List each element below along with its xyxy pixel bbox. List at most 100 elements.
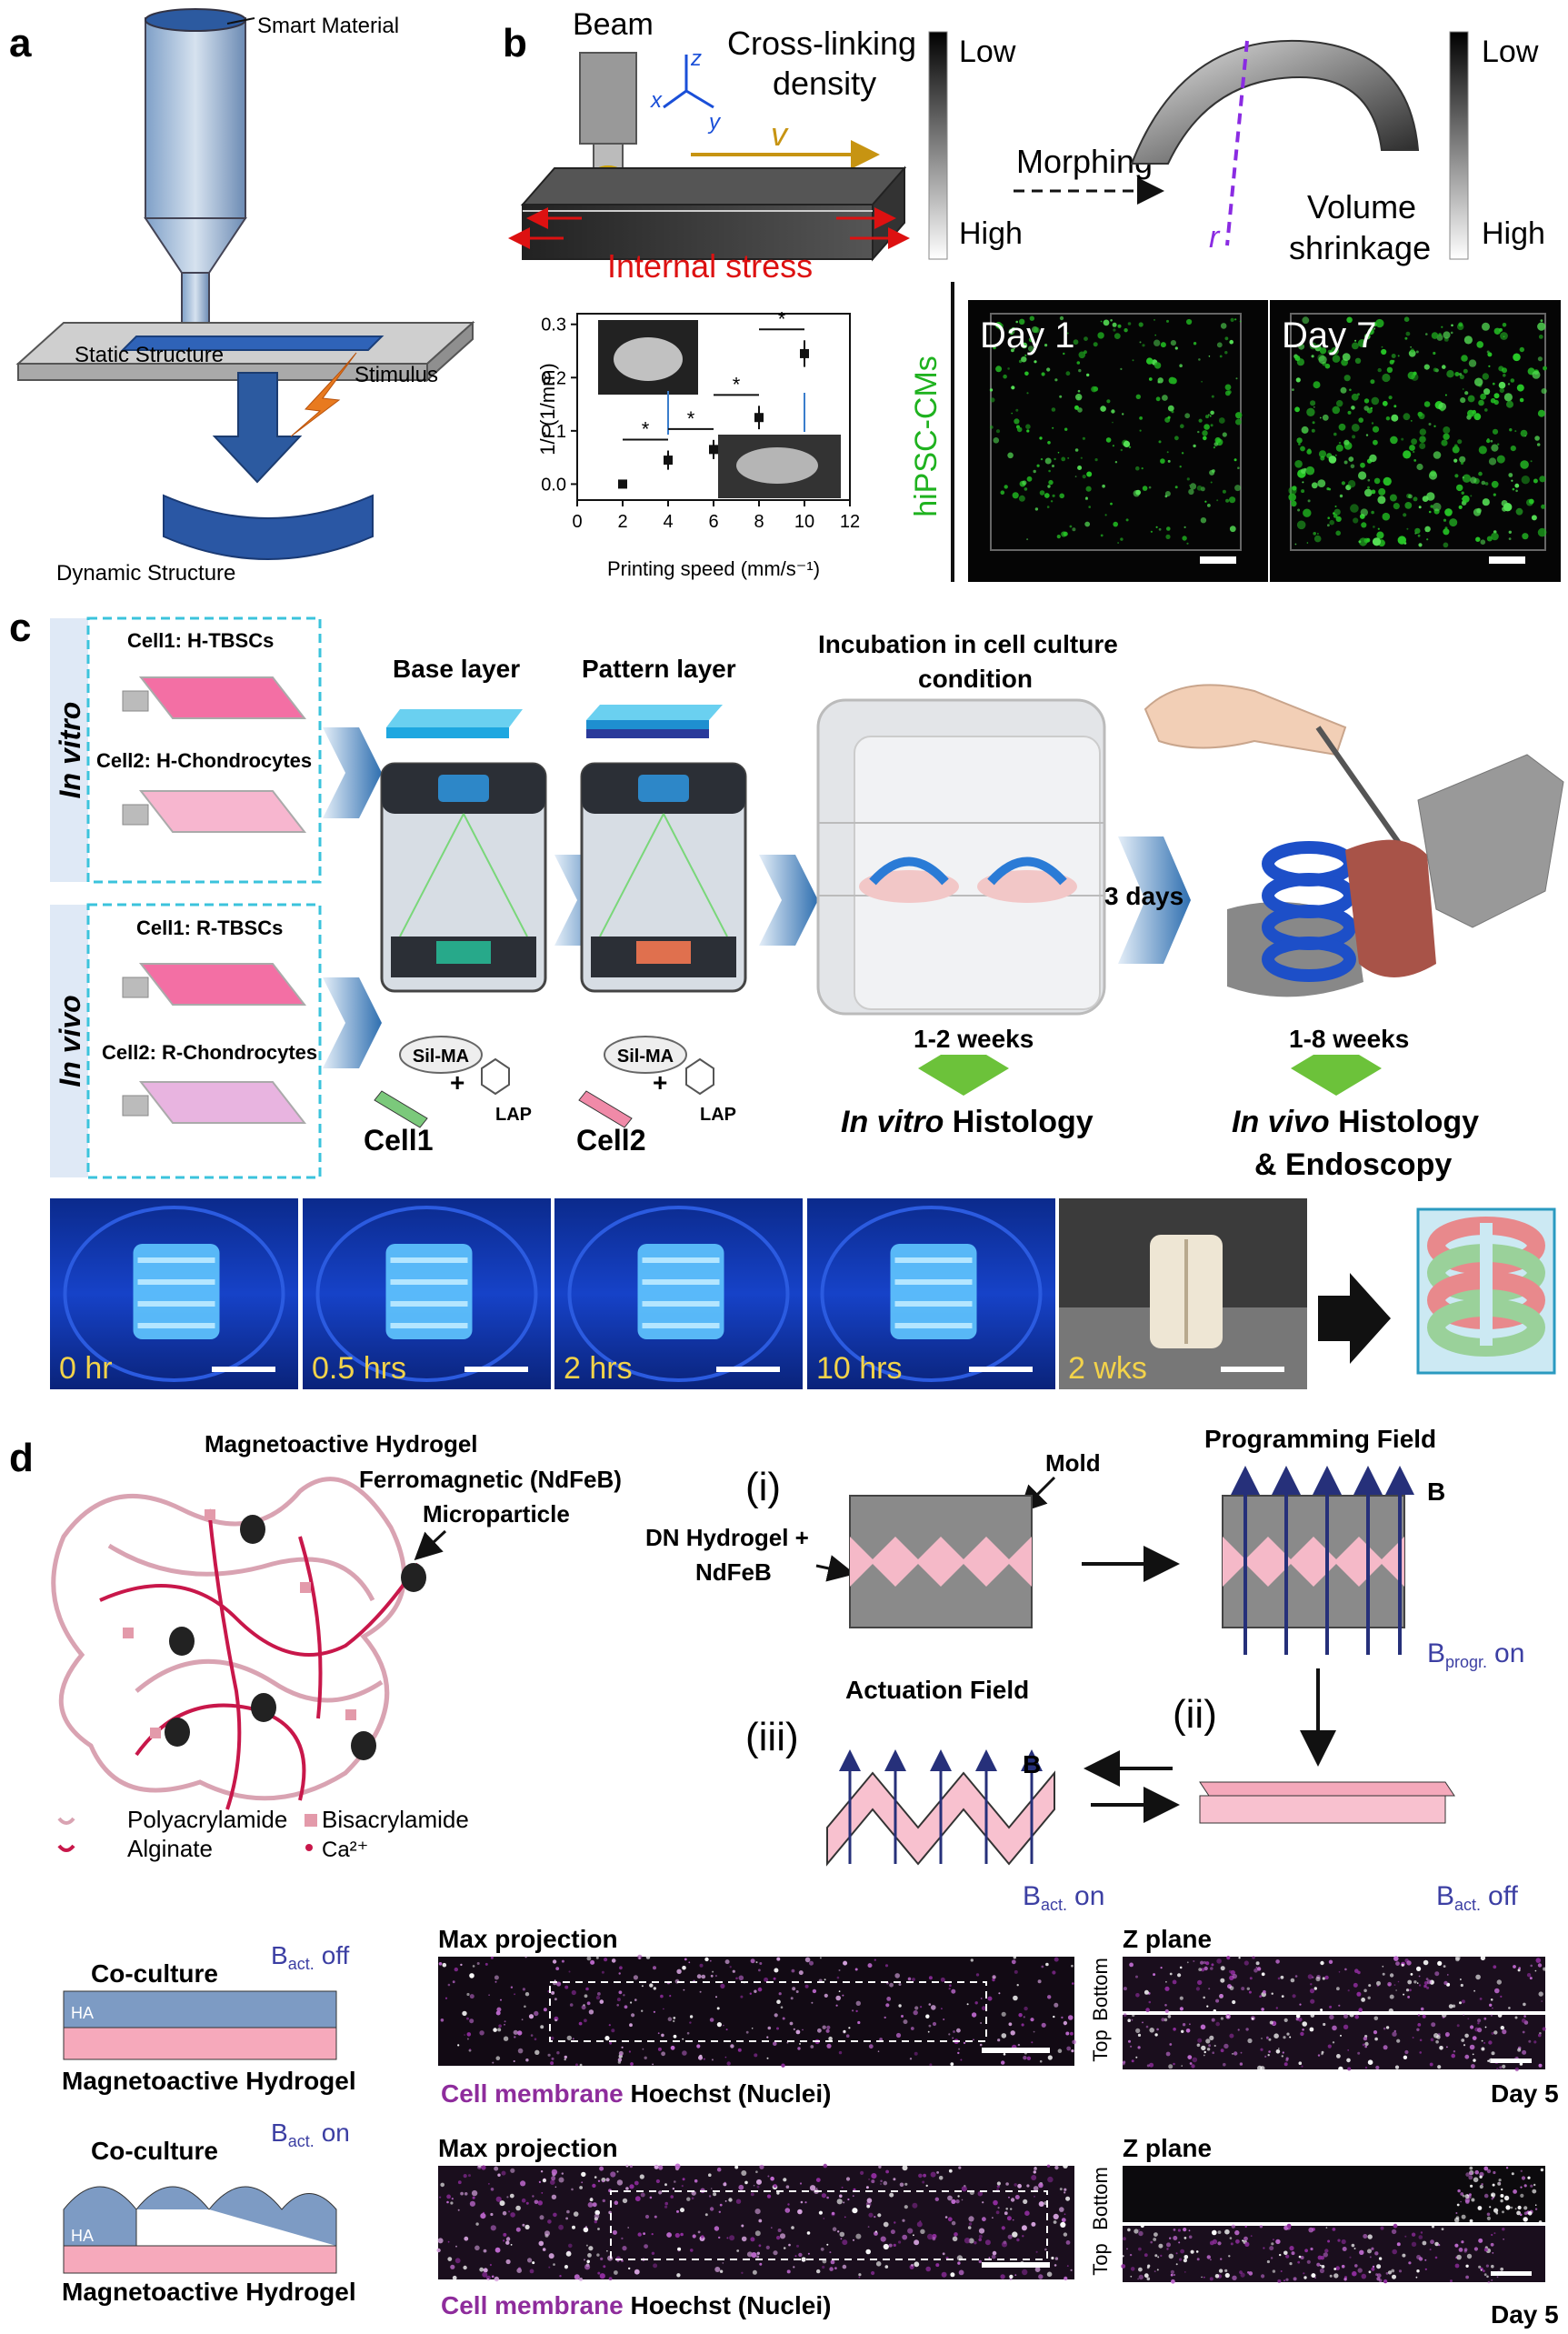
fluorescence-speck xyxy=(511,1987,513,1988)
fluorescence-speck xyxy=(1203,424,1210,430)
fluorescence-speck xyxy=(553,2263,555,2266)
fluorescence-speck xyxy=(612,1958,616,1963)
fluorescence-speck xyxy=(1463,2014,1464,2016)
fluorescence-speck xyxy=(1299,2004,1301,2006)
fluorescence-speck xyxy=(1406,1988,1409,1991)
svg-text:density: density xyxy=(773,65,876,102)
fluorescence-speck xyxy=(1459,373,1462,376)
microscopy-day7: Day 7 xyxy=(1270,300,1561,582)
fluorescence-speck xyxy=(609,2042,612,2045)
fluorescence-speck xyxy=(1363,2044,1365,2047)
fluorescence-speck xyxy=(1285,2255,1289,2259)
fluorescence-speck xyxy=(1487,2217,1491,2220)
fluorescence-speck xyxy=(1371,511,1374,515)
fluorescence-speck xyxy=(1320,1961,1323,1965)
fluorescence-speck xyxy=(1359,2250,1363,2255)
fluorescence-speck xyxy=(878,2166,881,2169)
fluorescence-speck xyxy=(1024,2007,1027,2010)
fluorescence-speck xyxy=(1483,2167,1488,2171)
svg-text:Ca²⁺: Ca²⁺ xyxy=(322,1838,368,1862)
fluorescence-speck xyxy=(631,2013,634,2017)
fluorescence-speck xyxy=(1272,1993,1273,1995)
fluorescence-speck xyxy=(809,1961,814,1966)
fluorescence-speck xyxy=(555,2187,557,2189)
fluorescence-speck xyxy=(962,2186,967,2191)
fluorescence-speck xyxy=(1261,2038,1263,2039)
fluorescence-speck xyxy=(619,1972,621,1974)
fluorescence-speck xyxy=(567,2036,572,2040)
fluorescence-speck xyxy=(1478,2266,1481,2269)
fluorescence-speck xyxy=(1134,2229,1138,2233)
network-legend: Polyacrylamide Bisacrylamide Alginate Ca… xyxy=(59,1806,469,1862)
fluorescence-speck xyxy=(689,2021,691,2023)
fluorescence-speck xyxy=(687,2032,690,2035)
fluorescence-speck xyxy=(597,1992,601,1996)
fluorescence-speck xyxy=(1260,2049,1263,2051)
fluorescence-speck xyxy=(776,2028,779,2030)
fluorescence-speck xyxy=(1133,359,1134,361)
label-dynamic-structure: Dynamic Structure xyxy=(56,561,235,586)
fluorescence-speck xyxy=(1501,2189,1503,2190)
fluorescence-speck xyxy=(479,2268,484,2272)
fluorescence-speck xyxy=(453,2276,457,2280)
fluorescence-speck xyxy=(1320,2269,1324,2273)
fluorescence-speck xyxy=(664,2183,667,2186)
fluorescence-speck xyxy=(450,2265,454,2269)
fluorescence-speck xyxy=(1009,2275,1013,2279)
fluorescence-speck xyxy=(480,2213,485,2219)
fluorescence-speck xyxy=(774,2013,778,2017)
fluorescence-speck xyxy=(1004,2053,1006,2056)
fluorescence-speck xyxy=(868,2226,870,2228)
fluorescence-speck xyxy=(855,2010,857,2012)
fluorescence-speck xyxy=(1518,2206,1522,2209)
fluorescence-speck xyxy=(1022,2269,1027,2275)
fluorescence-speck xyxy=(1189,2023,1191,2025)
fluorescence-speck xyxy=(1493,494,1496,496)
fluorescence-speck xyxy=(871,2271,874,2275)
fluorescence-speck xyxy=(1060,2222,1065,2228)
fluorescence-speck xyxy=(1487,352,1492,356)
fluorescence-speck xyxy=(673,2017,675,2019)
fluorescence-speck xyxy=(1492,2008,1493,2009)
fluorescence-speck xyxy=(1104,320,1110,326)
fluorescence-speck xyxy=(904,2183,907,2186)
fluorescence-speck xyxy=(1402,2254,1405,2258)
fluorescence-speck xyxy=(1443,426,1450,434)
fluorescence-speck xyxy=(1370,379,1374,384)
fluorescence-speck xyxy=(1443,519,1446,522)
fluorescence-speck xyxy=(1044,493,1050,498)
fluorescence-speck xyxy=(1213,446,1215,448)
fluorescence-speck xyxy=(774,2184,777,2188)
fluorescence-speck xyxy=(1420,428,1426,435)
fluorescence-speck xyxy=(1499,2182,1501,2184)
fluorescence-speck xyxy=(1106,437,1112,443)
fluorescence-speck xyxy=(1493,2232,1495,2234)
fluorescence-speck xyxy=(1086,472,1092,477)
fluorescence-speck xyxy=(686,2198,690,2201)
fluorescence-speck xyxy=(1418,2014,1420,2016)
fluorescence-speck xyxy=(823,2026,826,2029)
fluorescence-speck xyxy=(1327,516,1330,519)
fluorescence-speck xyxy=(1377,496,1385,504)
fluorescence-speck xyxy=(1361,522,1366,527)
fluorescence-speck xyxy=(516,2228,521,2232)
fluorescence-speck xyxy=(1528,2040,1531,2043)
fluorescence-speck xyxy=(494,2167,498,2171)
fluorescence-speck xyxy=(1511,378,1515,383)
fluorescence-speck xyxy=(767,2176,769,2178)
fluorescence-speck xyxy=(1159,440,1162,443)
fluorescence-speck xyxy=(1173,2063,1175,2066)
fluorescence-speck xyxy=(1180,1967,1183,1969)
fluorescence-speck xyxy=(1394,1984,1396,1986)
fluorescence-speck xyxy=(993,1975,996,1978)
fluorescence-speck xyxy=(1156,526,1158,528)
fluorescence-speck xyxy=(1083,475,1086,478)
fluorescence-speck xyxy=(1340,495,1343,497)
fluorescence-speck xyxy=(1425,2269,1427,2270)
fluorescence-speck xyxy=(1461,2240,1463,2243)
fluorescence-speck xyxy=(1072,1982,1074,1985)
fluorescence-speck xyxy=(998,2207,1000,2209)
fluorescence-speck xyxy=(473,1965,475,1968)
timepoint-label: 0.5 hrs xyxy=(312,1351,406,1386)
fluorescence-speck xyxy=(720,1984,724,1988)
